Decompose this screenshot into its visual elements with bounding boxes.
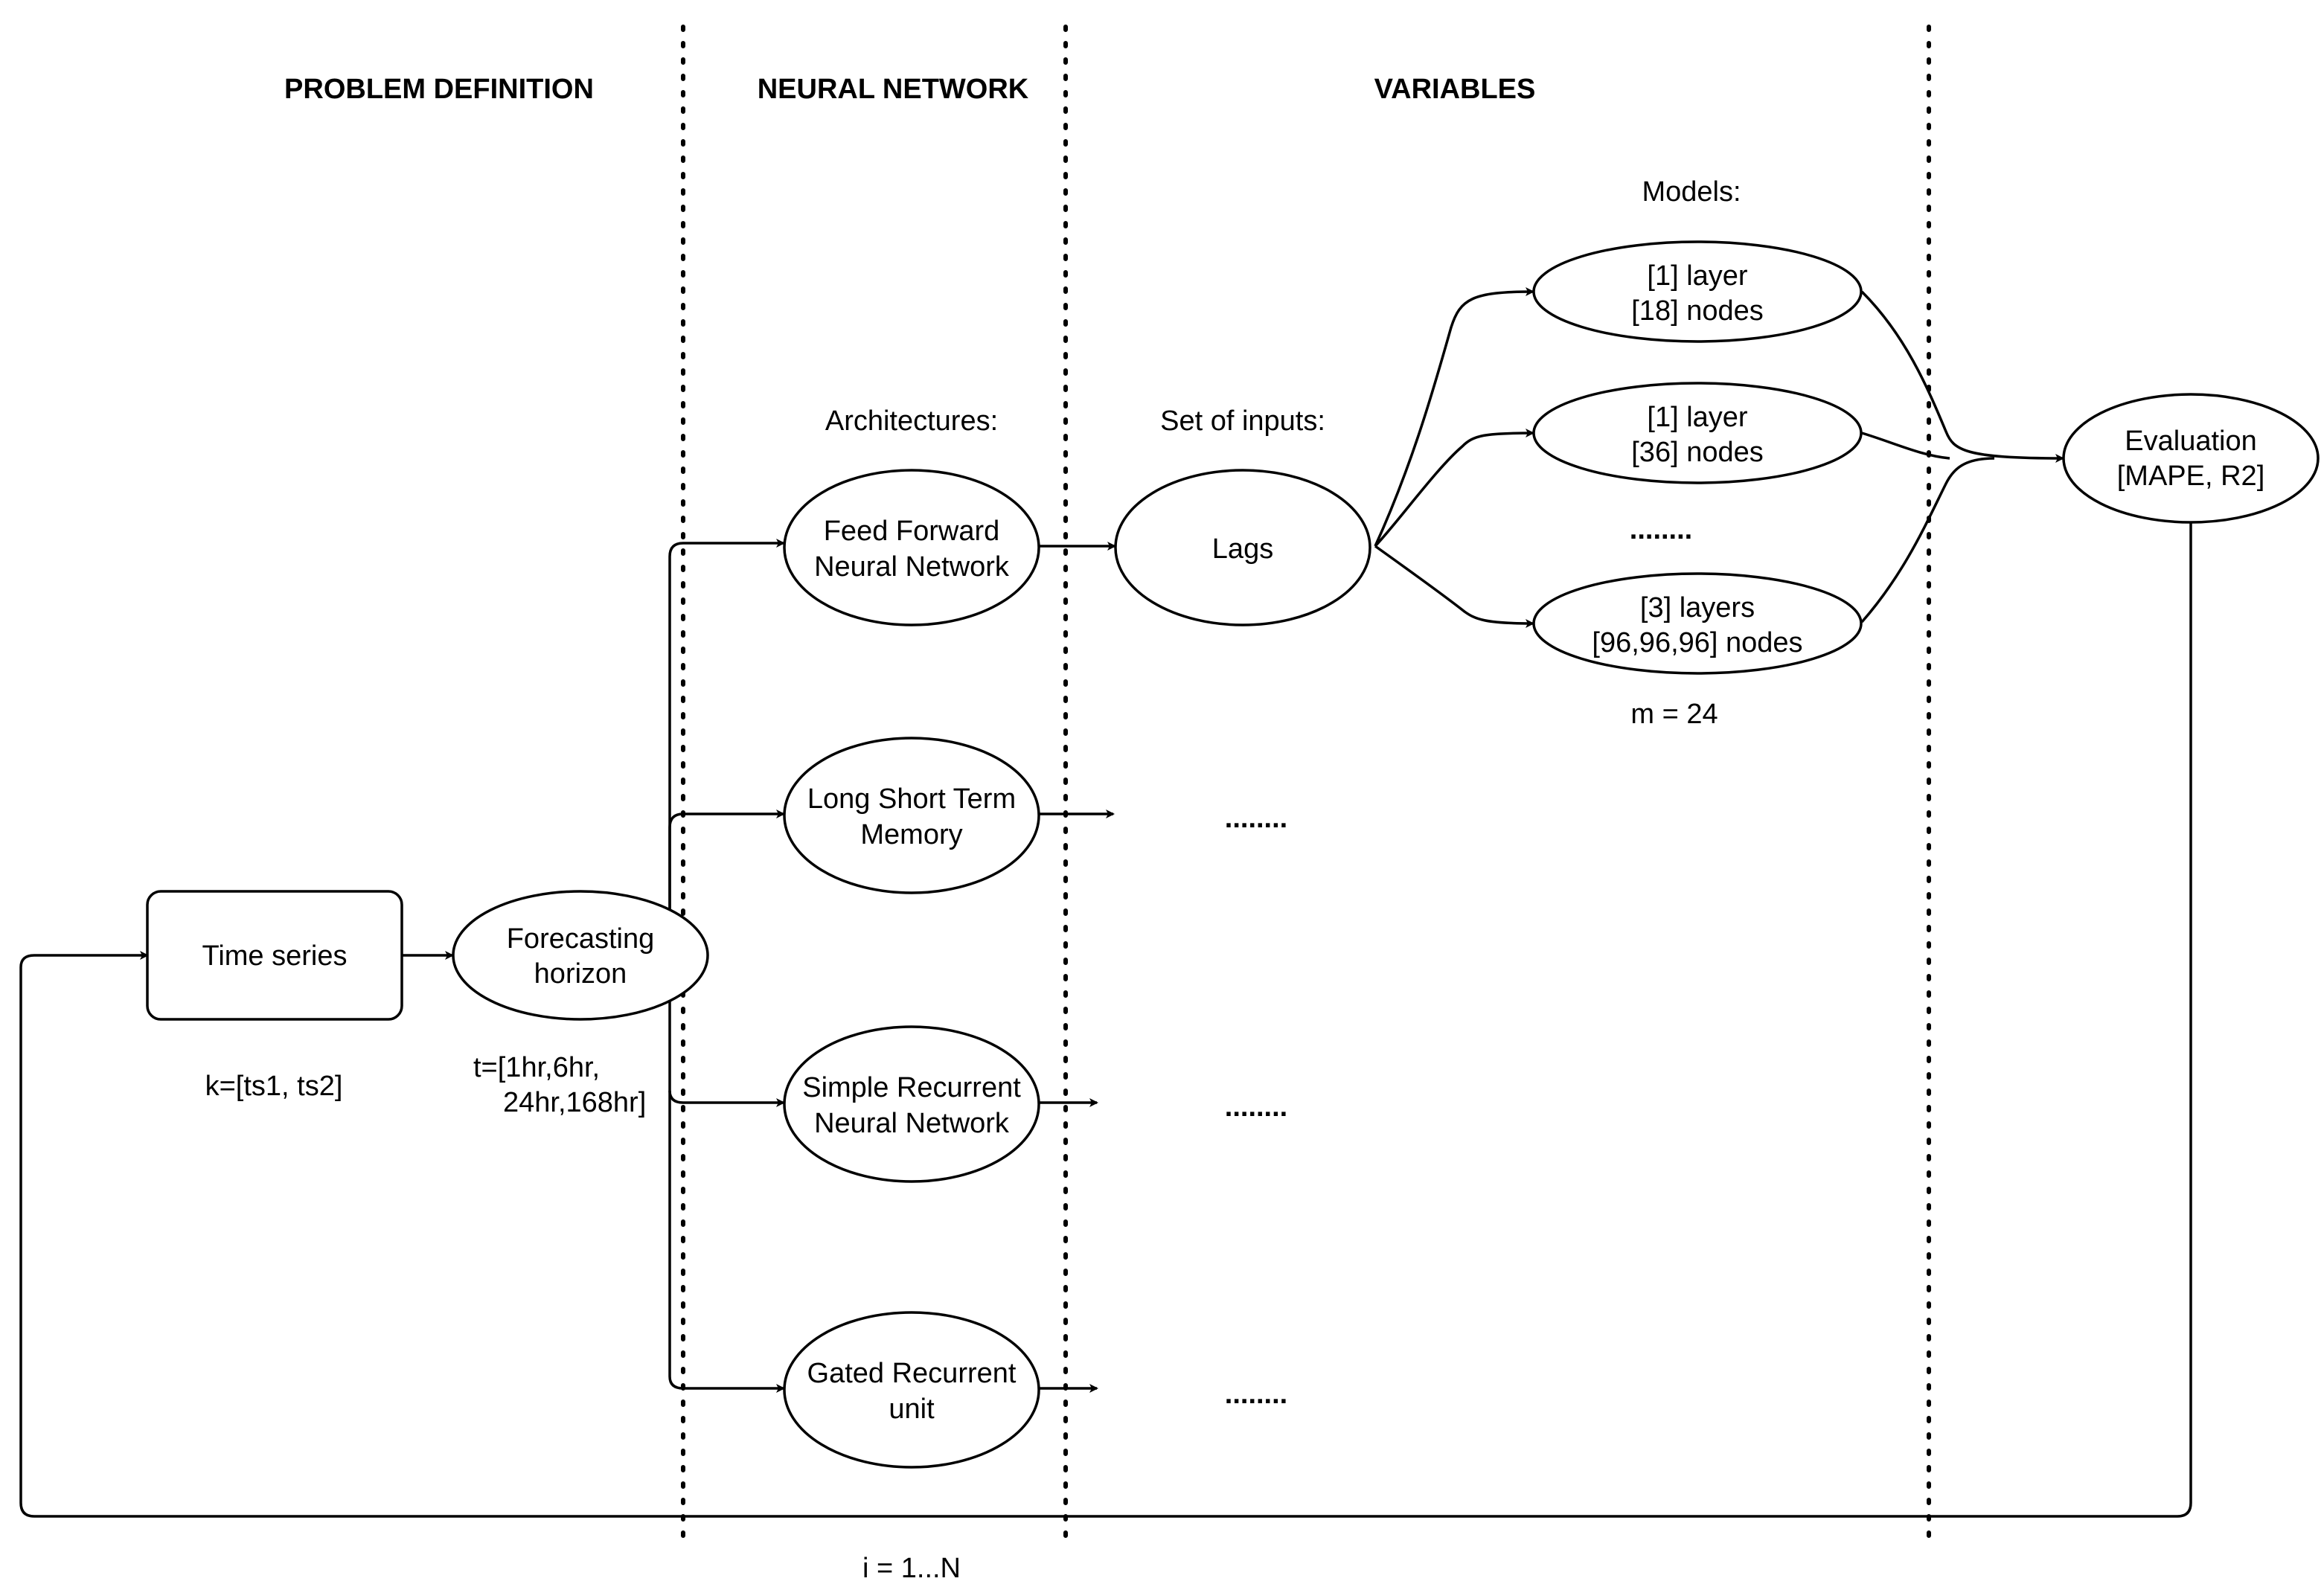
- header-neural-network: NEURAL NETWORK: [758, 74, 1029, 105]
- model3-to-evaluation-edge: [1860, 457, 1995, 623]
- lags-to-model3-edge: [1374, 545, 1534, 628]
- t-label-line1: t=[1hr,6hr,: [473, 1052, 600, 1083]
- model2-label-line1: [1] layer: [1647, 402, 1748, 433]
- lags-to-model2-edge: [1374, 429, 1534, 548]
- i-label: i = 1...N: [862, 1553, 961, 1584]
- forecasting-horizon-node[interactable]: Forecasting horizon: [452, 890, 709, 1021]
- header-problem-definition: PROBLEM DEFINITION: [284, 74, 594, 105]
- evaluation-node[interactable]: Evaluation [MAPE, R2]: [2062, 393, 2320, 524]
- gru-node[interactable]: Gated Recurrent unit: [783, 1311, 1040, 1469]
- model2-to-evaluation-edge: [1861, 432, 1950, 460]
- feedback-loop-edge: [19, 522, 2192, 1518]
- model1-label-line1: [1] layer: [1647, 260, 1748, 292]
- time-series-node[interactable]: Time series: [146, 890, 403, 1021]
- model3-node[interactable]: [3] layers [96,96,96] nodes: [1532, 572, 1863, 675]
- lags-label: Lags: [1212, 533, 1273, 565]
- evaluation-label-line1: Evaluation: [2125, 426, 2256, 457]
- t-label-line2: 24hr,168hr]: [503, 1087, 646, 1118]
- srnn-node[interactable]: Simple Recurrent Neural Network: [783, 1025, 1040, 1183]
- lstm-node[interactable]: Long Short Term Memory: [783, 737, 1040, 894]
- lags-node[interactable]: Lags: [1114, 469, 1371, 626]
- ffnn-label-line1: Feed Forward: [824, 516, 1000, 547]
- srnn-ellipsis: ........: [1225, 1091, 1287, 1123]
- evaluation-label-line2: [MAPE, R2]: [2117, 461, 2265, 492]
- lstm-ellipsis: ........: [1225, 803, 1287, 834]
- model2-node[interactable]: [1] layer [36] nodes: [1532, 382, 1863, 484]
- architectures-label: Architectures:: [825, 405, 998, 437]
- srnn-label-line1: Simple Recurrent: [802, 1072, 1021, 1103]
- lstm-label-line2: Memory: [860, 819, 962, 850]
- models-label: Models:: [1642, 176, 1741, 208]
- model1-node[interactable]: [1] layer [18] nodes: [1532, 240, 1863, 343]
- gru-label-line1: Gated Recurrent: [807, 1358, 1017, 1389]
- gru-label-line2: unit: [889, 1394, 935, 1425]
- time-series-label: Time series: [202, 940, 348, 972]
- forecasting-horizon-label-line1: Forecasting: [507, 923, 655, 955]
- horizon-to-lstm-edge: [668, 809, 785, 955]
- srnn-label-line2: Neural Network: [814, 1108, 1010, 1139]
- k-label: k=[ts1, ts2]: [205, 1071, 343, 1102]
- model3-label-line1: [3] layers: [1640, 592, 1755, 623]
- header-variables: VARIABLES: [1374, 74, 1536, 105]
- model2-label-line2: [36] nodes: [1631, 437, 1763, 468]
- ffnn-node[interactable]: Feed Forward Neural Network: [783, 469, 1040, 626]
- gru-ellipsis: ........: [1225, 1379, 1287, 1410]
- model1-to-evaluation-edge: [1860, 290, 2064, 463]
- horizon-to-ffnn-edge: [668, 539, 785, 957]
- forecasting-horizon-label-line2: horizon: [534, 958, 627, 990]
- lstm-label-line1: Long Short Term: [807, 783, 1016, 815]
- lags-to-model1-edge: [1374, 287, 1534, 547]
- m-label: m = 24: [1630, 699, 1718, 730]
- model1-label-line2: [18] nodes: [1631, 295, 1763, 327]
- set-of-inputs-label: Set of inputs:: [1160, 405, 1325, 437]
- ffnn-label-line2: Neural Network: [814, 551, 1010, 583]
- models-ellipsis: ........: [1630, 514, 1692, 545]
- model3-label-line2: [96,96,96] nodes: [1592, 627, 1802, 658]
- horizon-to-gru-edge: [668, 1091, 785, 1393]
